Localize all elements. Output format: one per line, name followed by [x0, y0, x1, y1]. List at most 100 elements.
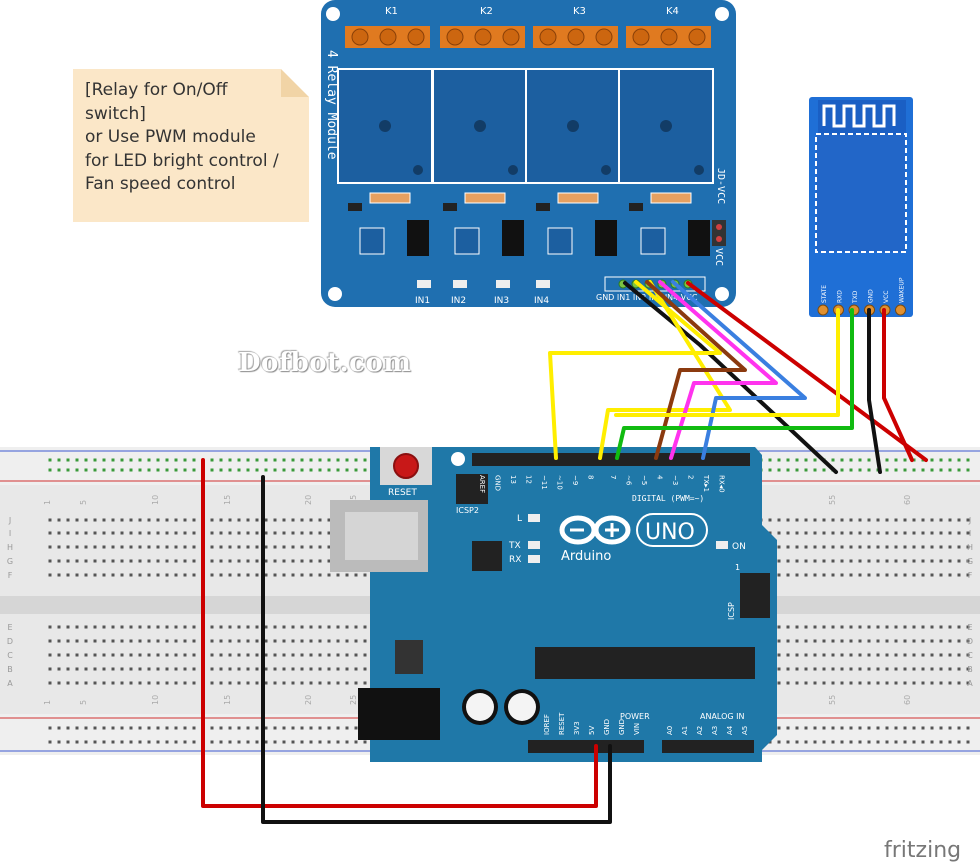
- breadboard-hole: [894, 726, 898, 730]
- breadboard-hole: [840, 667, 844, 671]
- resistor-pads: [454, 227, 480, 255]
- breadboard-hole: [336, 625, 340, 629]
- breadboard-hole: [777, 681, 781, 685]
- breadboard-hole: [93, 458, 97, 462]
- column-number: 60: [903, 495, 912, 505]
- breadboard-hole: [228, 681, 232, 685]
- breadboard-hole: [264, 468, 268, 472]
- breadboard-hole: [948, 468, 952, 472]
- breadboard-hole: [903, 740, 907, 744]
- bt-pin-label: WAKEUP: [899, 277, 906, 303]
- breadboard-hole: [786, 639, 790, 643]
- breadboard-hole: [255, 531, 259, 535]
- breadboard-hole: [219, 531, 223, 535]
- breadboard-hole: [255, 639, 259, 643]
- breadboard-hole: [804, 639, 808, 643]
- breadboard-hole: [957, 458, 961, 462]
- breadboard-hole: [210, 681, 214, 685]
- breadboard-hole: [282, 559, 286, 563]
- breadboard-hole: [885, 740, 889, 744]
- breadboard-hole: [813, 545, 817, 549]
- breadboard-hole: [165, 740, 169, 744]
- breadboard-hole: [966, 545, 970, 549]
- usb-chip: [472, 541, 502, 571]
- breadboard-hole: [120, 667, 124, 671]
- breadboard-hole: [885, 468, 889, 472]
- breadboard-hole: [246, 639, 250, 643]
- analog-pin-label: A0: [666, 726, 674, 735]
- breadboard-hole: [813, 740, 817, 744]
- led-on: [716, 541, 728, 549]
- breadboard-hole: [309, 740, 313, 744]
- breadboard-hole: [309, 667, 313, 671]
- breadboard-hole: [147, 559, 151, 563]
- breadboard-hole: [300, 468, 304, 472]
- breadboard-hole: [120, 468, 124, 472]
- breadboard-hole: [939, 468, 943, 472]
- breadboard-hole: [93, 531, 97, 535]
- breadboard-hole: [93, 545, 97, 549]
- breadboard-hole: [255, 653, 259, 657]
- breadboard-hole: [309, 573, 313, 577]
- voltage-regulator: [395, 640, 423, 674]
- breadboard-hole: [165, 625, 169, 629]
- breadboard-hole: [930, 573, 934, 577]
- breadboard-hole: [948, 740, 952, 744]
- breadboard-hole: [777, 573, 781, 577]
- breadboard-hole: [786, 740, 790, 744]
- breadboard-hole: [165, 545, 169, 549]
- breadboard-hole: [903, 458, 907, 462]
- breadboard-hole: [327, 531, 331, 535]
- breadboard-hole: [309, 458, 313, 462]
- breadboard-hole: [237, 726, 241, 730]
- column-number: 15: [223, 695, 232, 705]
- breadboard-hole: [318, 518, 322, 522]
- wire-bt-vcc: [882, 308, 914, 462]
- breadboard-hole: [102, 625, 106, 629]
- breadboard-hole: [957, 681, 961, 685]
- breadboard-hole: [282, 545, 286, 549]
- breadboard-hole: [876, 573, 880, 577]
- row-letter: F: [8, 571, 13, 580]
- breadboard-hole: [939, 545, 943, 549]
- breadboard-hole: [849, 667, 853, 671]
- breadboard-hole: [777, 518, 781, 522]
- wire-relay-gnd: [623, 281, 838, 474]
- breadboard-hole: [237, 667, 241, 671]
- breadboard-hole: [921, 518, 925, 522]
- breadboard-hole: [300, 573, 304, 577]
- breadboard-hole: [345, 573, 349, 577]
- diode: [464, 192, 506, 204]
- row-letter: B: [7, 665, 13, 674]
- analog-pin-label: A3: [711, 726, 719, 735]
- breadboard-hole: [120, 639, 124, 643]
- breadboard-hole: [300, 681, 304, 685]
- breadboard-hole: [48, 667, 52, 671]
- breadboard-hole: [840, 518, 844, 522]
- led-on-label: ON: [732, 542, 746, 552]
- breadboard-hole: [93, 639, 97, 643]
- breadboard-hole: [75, 681, 79, 685]
- bt-pin-label: TXD: [852, 290, 859, 304]
- breadboard-hole: [138, 468, 142, 472]
- breadboard-hole: [111, 531, 115, 535]
- led-tx: [528, 541, 540, 549]
- breadboard-hole: [291, 468, 295, 472]
- breadboard-hole: [210, 653, 214, 657]
- breadboard-hole: [948, 726, 952, 730]
- breadboard-hole: [48, 625, 52, 629]
- breadboard-hole: [831, 639, 835, 643]
- transistor: [629, 203, 643, 211]
- breadboard-hole: [300, 740, 304, 744]
- breadboard-hole: [255, 573, 259, 577]
- breadboard-hole: [948, 458, 952, 462]
- breadboard-hole: [255, 559, 259, 563]
- breadboard-hole: [165, 531, 169, 535]
- breadboard-hole: [66, 726, 70, 730]
- breadboard-hole: [849, 545, 853, 549]
- reset-button[interactable]: [393, 453, 419, 479]
- breadboard-hole: [120, 740, 124, 744]
- breadboard-hole: [777, 667, 781, 671]
